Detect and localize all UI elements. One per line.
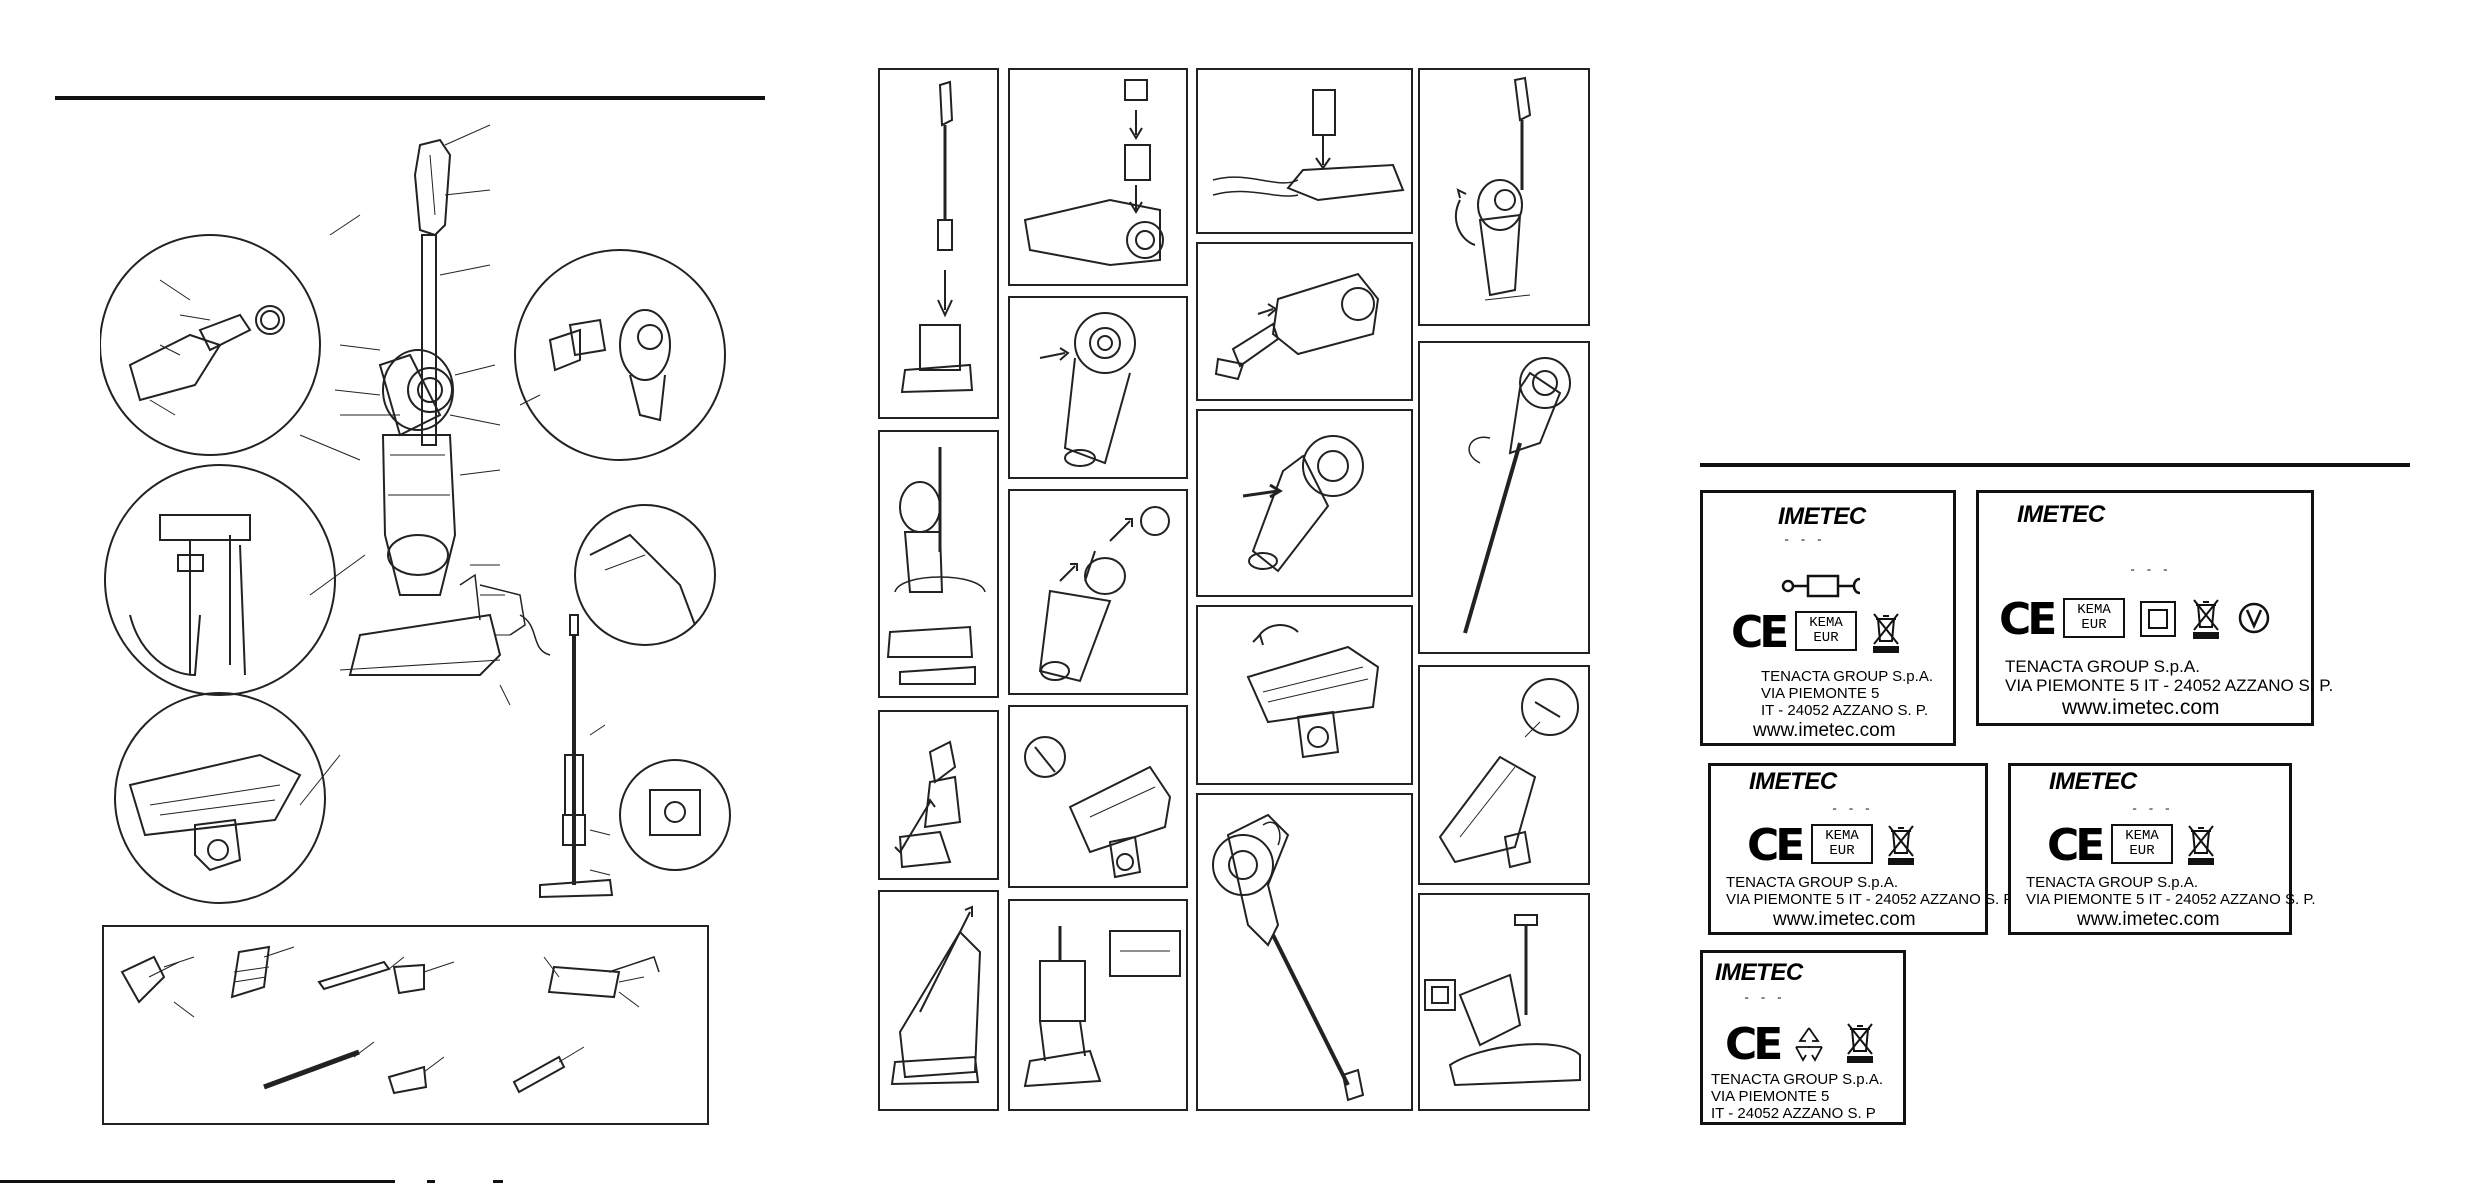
dc-symbol: - - - (2129, 563, 2171, 577)
address-line: VIA PIEMONTE 5 (1761, 685, 1880, 702)
step-frame (878, 68, 999, 419)
bottom-rule-left (0, 1180, 395, 1183)
step-frame (1418, 341, 1590, 654)
step-frame (1196, 605, 1413, 785)
kema-line-2: EUR (1813, 630, 1839, 646)
rating-label: IMETEC - - - CE KEMA EUR TENACTA GROUP S… (1700, 490, 1956, 746)
address-line: IT - 24052 AZZANO S. P. (1761, 702, 1929, 719)
weee-bin-icon (1873, 613, 1899, 653)
rating-label: IMETEC - - - CE KEMA EUR TENACTA GROUP S… (1976, 490, 2333, 726)
bottom-rule-mark-1 (427, 1180, 435, 1183)
weee-bin-icon (1888, 825, 1914, 865)
company-name: TENACTA GROUP S.p.A. (1761, 668, 1933, 685)
dc-symbol: - - - (1783, 533, 1825, 547)
kema-line-2: EUR (2129, 843, 2155, 859)
top-rule-left (55, 96, 765, 100)
v-mark-icon (2238, 602, 2270, 634)
step-frame (1196, 409, 1413, 597)
address-line: VIA PIEMONTE 5 IT - 24052 AZZANO S. P. (2005, 676, 2334, 695)
step-frame (1008, 705, 1188, 888)
step-frame (1418, 68, 1590, 326)
website: www.imetec.com (2077, 909, 2220, 930)
step-frame (1008, 899, 1188, 1111)
class-ii-icon (2140, 601, 2176, 637)
company-name: TENACTA GROUP S.p.A. (2026, 874, 2198, 891)
ce-mark: CE (1747, 820, 1805, 871)
rating-label: IMETEC - - - CE KEMA EUR TENACTA GROUP S… (1708, 763, 2016, 935)
step-frame (878, 710, 999, 880)
recycle-icon (1795, 1027, 1823, 1062)
step-frame (1196, 68, 1413, 234)
step-frame (1008, 68, 1188, 286)
step-frame (1418, 665, 1590, 885)
weee-bin-icon (1847, 1023, 1873, 1063)
top-rule-right (1700, 463, 2410, 467)
rating-label: IMETEC - - - CE TENACTA GROUP S.p.A. VIA… (1700, 950, 1906, 1125)
brand-logo: IMETEC (1778, 503, 1866, 530)
kema-mark: KEMA EUR (1795, 611, 1857, 651)
address-line: VIA PIEMONTE 5 IT - 24052 AZZANO S. P. (1726, 891, 2016, 908)
company-name: TENACTA GROUP S.p.A. (2005, 657, 2200, 676)
kema-mark: KEMA EUR (2063, 598, 2125, 638)
step-frame (1418, 893, 1590, 1111)
bottom-rule-mark-2 (493, 1180, 503, 1183)
rating-label: IMETEC - - - CE KEMA EUR TENACTA GROUP S… (2008, 763, 2316, 935)
accessories-frame (102, 925, 709, 1125)
kema-line-1: KEMA (2077, 602, 2111, 618)
brand-logo: IMETEC (1715, 959, 1803, 986)
brand-logo: IMETEC (1749, 768, 1837, 795)
weee-bin-icon (2188, 825, 2214, 865)
dc-symbol: - - - (1743, 991, 1785, 1005)
website: www.imetec.com (2062, 696, 2220, 719)
address-line: VIA PIEMONTE 5 (1711, 1088, 1830, 1105)
address-line: IT - 24052 AZZANO S. P (1711, 1105, 1876, 1122)
brand-logo: IMETEC (2017, 501, 2105, 528)
step-frame (1008, 489, 1188, 695)
parts-diagram (100, 115, 740, 905)
website: www.imetec.com (1773, 909, 1916, 930)
adapter-icon (1781, 574, 1861, 598)
ce-mark: CE (2047, 820, 2105, 871)
step-frame (1196, 793, 1413, 1111)
ce-mark: CE (1725, 1019, 1783, 1070)
kema-line-2: EUR (1829, 843, 1855, 859)
brand-logo: IMETEC (2049, 768, 2137, 795)
ce-mark: CE (1999, 594, 2057, 645)
kema-line-1: KEMA (2125, 828, 2159, 844)
ce-mark: CE (1731, 607, 1789, 658)
kema-line-1: KEMA (1825, 828, 1859, 844)
kema-line-2: EUR (2081, 617, 2107, 633)
website: www.imetec.com (1753, 720, 1896, 741)
dc-symbol: - - - (2131, 802, 2173, 816)
company-name: TENACTA GROUP S.p.A. (1711, 1071, 1883, 1088)
dc-symbol: - - - (1831, 802, 1873, 816)
step-frame (878, 430, 999, 698)
company-name: TENACTA GROUP S.p.A. (1726, 874, 1898, 891)
kema-mark: KEMA EUR (1811, 824, 1873, 864)
kema-line-1: KEMA (1809, 615, 1843, 631)
address-line: VIA PIEMONTE 5 IT - 24052 AZZANO S. P. (2026, 891, 2316, 908)
kema-mark: KEMA EUR (2111, 824, 2173, 864)
step-frame (1008, 296, 1188, 479)
step-frame (878, 890, 999, 1111)
weee-bin-icon (2193, 599, 2219, 639)
step-frame (1196, 242, 1413, 401)
